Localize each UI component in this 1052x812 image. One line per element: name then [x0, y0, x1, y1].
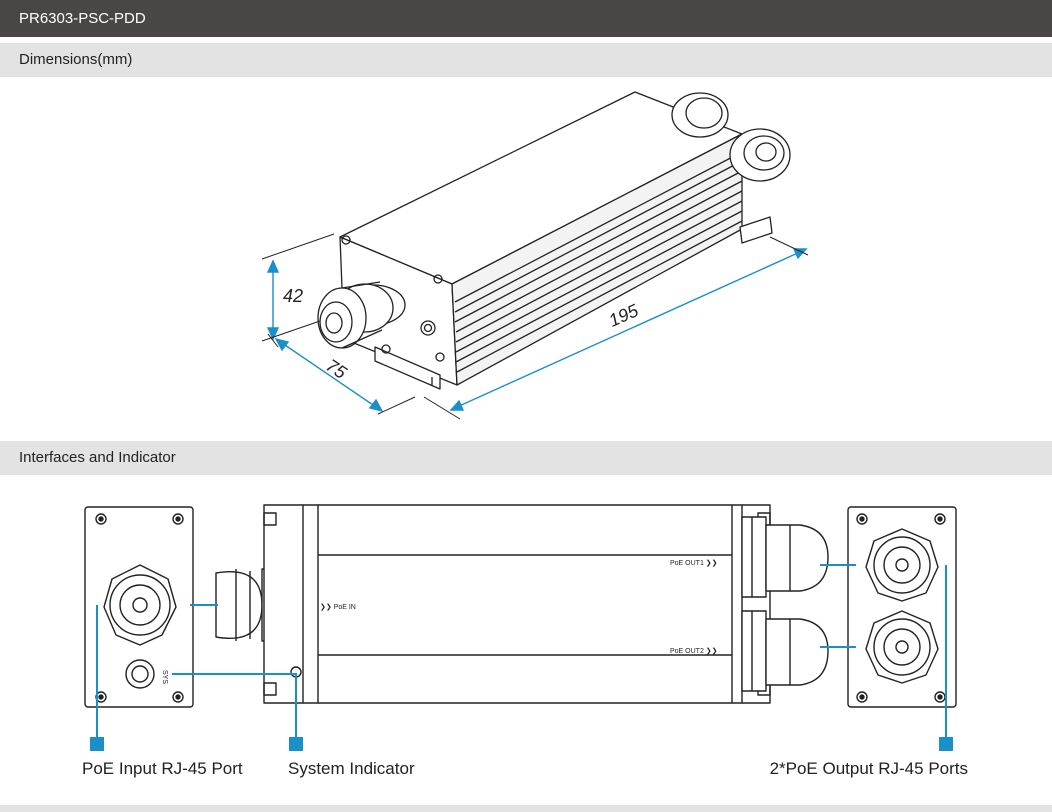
poe-input-marker	[90, 737, 104, 751]
dimensions-drawing: 42 75 195	[261, 91, 809, 420]
poe-out1-engraving: PoE OUT1 ❯❯	[670, 559, 718, 567]
poe-out2-engraving: PoE OUT2 ❯❯	[670, 647, 718, 655]
main-housing	[263, 504, 771, 704]
interfaces-section-title: Interfaces and Indicator	[19, 449, 176, 466]
poe-output-label: 2*PoE Output RJ-45 Ports	[770, 759, 968, 778]
poe-output-marker	[939, 737, 953, 751]
dimensions-section-header: Dimensions(mm)	[0, 43, 1052, 77]
interfaces-panel: ❯❯ PoE IN PoE OUT1 ❯❯ PoE OUT2 ❯❯ SYS Po…	[0, 475, 1052, 805]
system-indicator-label: System Indicator	[288, 759, 415, 778]
poe-in-engraving: ❯❯ PoE IN	[320, 603, 356, 611]
dimensions-panel: 42 75 195	[0, 77, 1052, 434]
system-indicator-marker	[289, 737, 303, 751]
width-dimension-label: 75	[322, 355, 351, 383]
left-end-plate	[84, 506, 194, 708]
product-title-bar: PR6303-PSC-PDD	[0, 0, 1052, 37]
bottom-divider	[0, 805, 1052, 812]
dimensions-section-title: Dimensions(mm)	[19, 51, 133, 68]
product-title: PR6303-PSC-PDD	[19, 10, 146, 27]
height-dimension-label: 42	[283, 286, 303, 306]
poe-input-label: PoE Input RJ-45 Port	[82, 759, 243, 778]
interfaces-drawing: ❯❯ PoE IN PoE OUT1 ❯❯ PoE OUT2 ❯❯ SYS Po…	[82, 504, 968, 778]
system-indicator-callout-line	[172, 673, 297, 737]
interfaces-section-header: Interfaces and Indicator	[0, 441, 1052, 475]
sys-engraving: SYS	[161, 670, 168, 684]
